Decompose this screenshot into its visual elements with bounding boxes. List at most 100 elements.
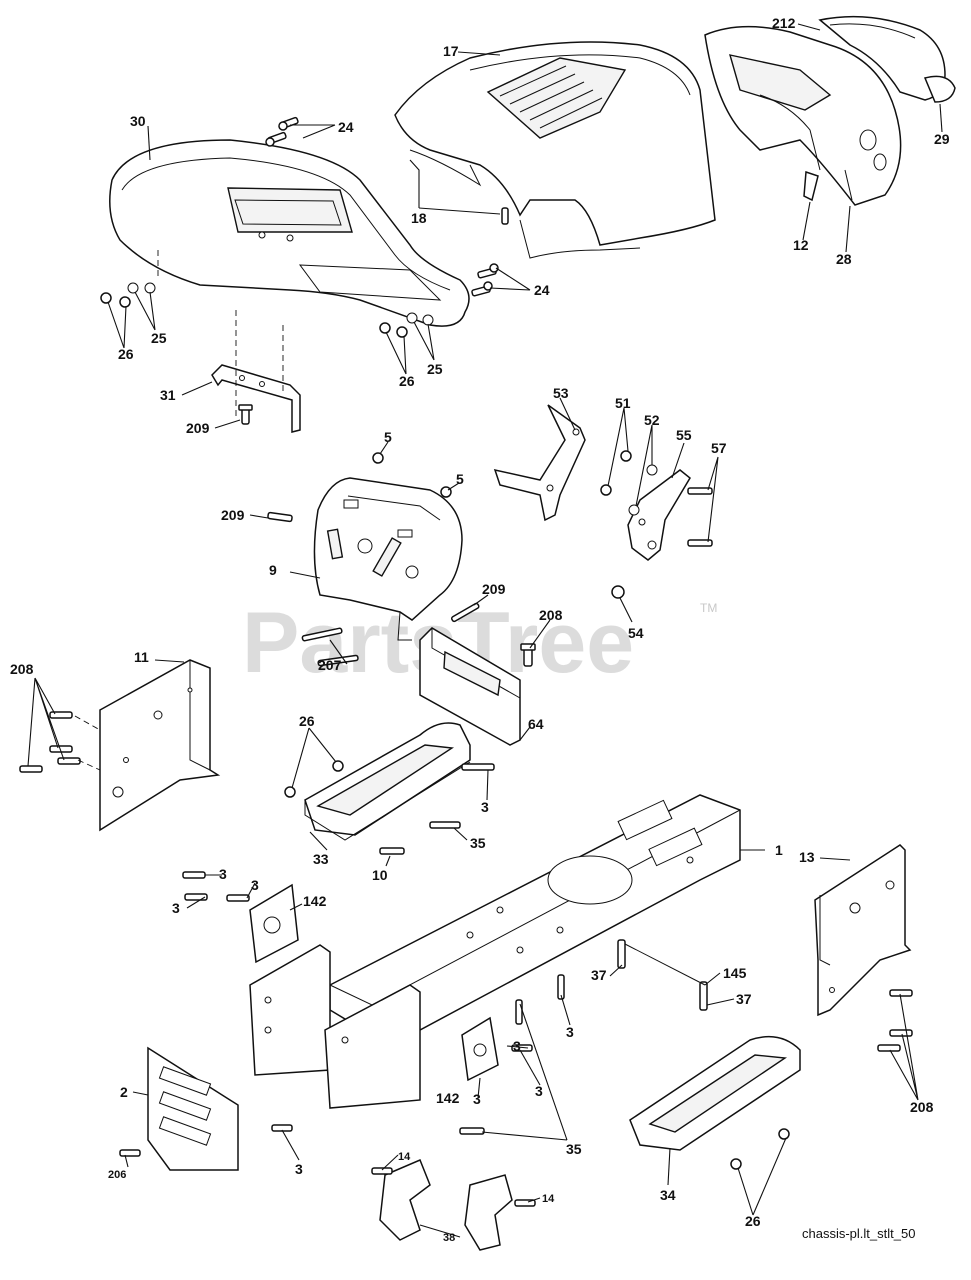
label-207: 207 [318, 657, 342, 673]
label-3-a: 3 [219, 866, 227, 882]
label-3-b: 3 [251, 877, 259, 893]
footrest-part-33[interactable] [304, 722, 471, 841]
nut-washer-set-right[interactable] [379, 312, 434, 338]
nut-washer-set-left[interactable] [100, 282, 156, 308]
washer-54[interactable] [611, 585, 625, 599]
bracket-142-bottom[interactable] [461, 1016, 499, 1082]
label-30: 30 [130, 113, 146, 129]
bolt-24-right[interactable] [471, 263, 499, 297]
label-145: 145 [723, 965, 747, 981]
label-29: 29 [934, 131, 950, 147]
label-208-left: 208 [10, 661, 34, 677]
bracket-142-top[interactable] [249, 883, 299, 964]
label-31: 31 [160, 387, 176, 403]
label-12: 12 [793, 237, 809, 253]
label-10: 10 [372, 867, 388, 883]
label-9: 9 [269, 562, 277, 578]
label-25-right: 25 [427, 361, 443, 377]
label-37-b: 37 [736, 991, 752, 1007]
label-142-top: 142 [303, 893, 327, 909]
bracket-part-38[interactable] [379, 1159, 513, 1251]
bolt-10[interactable] [379, 847, 405, 855]
nut-26-mid[interactable] [284, 760, 344, 798]
bolt-35-bottom[interactable] [459, 1127, 485, 1135]
label-5-a: 5 [384, 429, 392, 445]
label-26-right: 26 [399, 373, 415, 389]
bolt-207[interactable] [301, 627, 359, 667]
label-3-bottom: 3 [295, 1161, 303, 1177]
diagram-caption: chassis-pl.lt_stlt_50 [802, 1226, 915, 1241]
label-2: 2 [120, 1084, 128, 1100]
label-34: 34 [660, 1187, 676, 1203]
washer-52[interactable] [628, 464, 658, 516]
lever-part-53[interactable] [493, 404, 586, 522]
label-26-left: 26 [118, 346, 134, 362]
label-13: 13 [799, 849, 815, 865]
label-28: 28 [836, 251, 852, 267]
bolt-24-top[interactable] [265, 116, 299, 147]
label-3-mid: 3 [481, 799, 489, 815]
label-1: 1 [775, 842, 783, 858]
nut-26-bottom[interactable] [730, 1128, 790, 1170]
label-3-frame: 3 [566, 1024, 574, 1040]
panel-part-13[interactable] [814, 844, 912, 1017]
bolt-3-frame[interactable] [511, 974, 565, 1052]
bolt-209-mid[interactable] [267, 511, 293, 523]
label-14-b: 14 [542, 1193, 555, 1205]
pin-part-18[interactable] [501, 207, 509, 225]
grille-part-212[interactable] [818, 15, 946, 101]
label-3-c: 3 [172, 900, 180, 916]
label-5-b: 5 [456, 471, 464, 487]
lever-part-55[interactable] [627, 469, 691, 561]
bracket-part-64[interactable] [419, 627, 521, 746]
bolt-37[interactable] [617, 939, 708, 1011]
bolt-208-left[interactable] [19, 711, 81, 773]
bolt-208-right[interactable] [877, 989, 913, 1052]
label-25-left: 25 [151, 330, 167, 346]
label-37-a: 37 [591, 967, 607, 983]
label-26-mid: 26 [299, 713, 315, 729]
bolt-206[interactable] [119, 1149, 141, 1157]
label-18: 18 [411, 210, 427, 226]
fender-part-30[interactable] [109, 139, 470, 327]
label-24-right: 24 [534, 282, 550, 298]
label-142-bottom: 142 [436, 1090, 460, 1106]
bolt-209-top[interactable] [238, 404, 253, 425]
label-38: 38 [443, 1232, 455, 1244]
label-35-mid: 35 [470, 835, 486, 851]
footrest-part-34[interactable] [629, 1035, 801, 1151]
label-35-bottom: 35 [566, 1141, 582, 1157]
bolt-35-mid[interactable] [429, 821, 461, 829]
dash-panel-part-9[interactable] [313, 477, 463, 641]
label-51: 51 [615, 395, 631, 411]
bolt-209-low[interactable] [450, 602, 480, 623]
bolt-3-left-group[interactable] [182, 871, 250, 902]
lens-part-29[interactable] [923, 75, 956, 103]
label-208-mid: 208 [539, 607, 563, 623]
label-52: 52 [644, 412, 660, 428]
axle-support-left[interactable] [249, 944, 331, 1076]
label-24-top: 24 [338, 119, 354, 135]
hood-part-17[interactable] [394, 41, 716, 259]
axle-support-mid[interactable] [324, 984, 421, 1109]
panel-part-11[interactable] [99, 659, 221, 832]
watermark-tm: TM [700, 601, 717, 615]
nut-5-a[interactable] [372, 452, 384, 464]
bracket-part-2[interactable] [147, 1046, 239, 1171]
clip-part-12[interactable] [803, 170, 819, 202]
grille-housing-part-28[interactable] [704, 25, 902, 206]
label-209-a: 209 [186, 420, 210, 436]
label-55: 55 [676, 427, 692, 443]
label-11: 11 [134, 649, 149, 665]
bolt-14[interactable] [371, 1167, 536, 1207]
label-212: 212 [772, 15, 796, 31]
label-53: 53 [553, 385, 569, 401]
bolt-3-mid[interactable] [461, 763, 495, 771]
bolt-57[interactable] [687, 487, 713, 547]
label-3-e: 3 [473, 1091, 481, 1107]
nut-51[interactable] [600, 450, 632, 496]
bracket-part-31[interactable] [211, 364, 301, 433]
label-54: 54 [628, 625, 644, 641]
label-3-d: 3 [513, 1038, 521, 1054]
label-17: 17 [443, 43, 459, 59]
